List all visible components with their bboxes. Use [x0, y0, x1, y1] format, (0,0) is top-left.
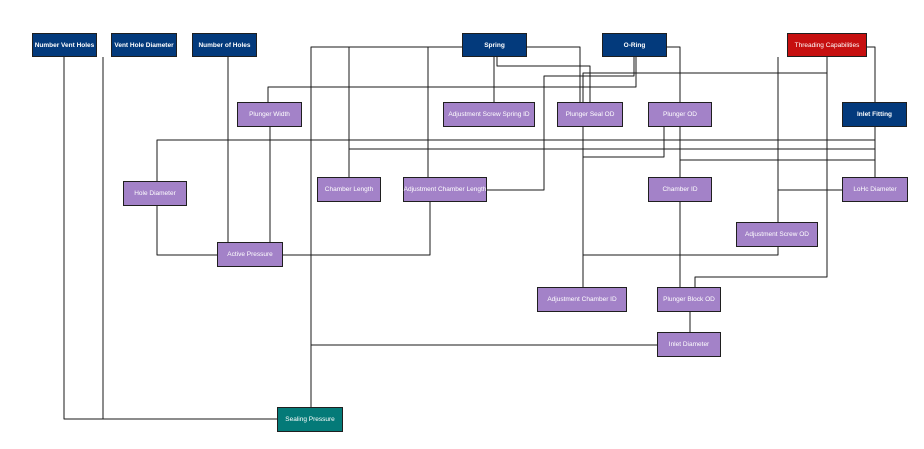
node-number-of-holes: Number of Holes [192, 33, 257, 57]
connector-edge-14 [267, 57, 637, 102]
node-o-ring: O-Ring [602, 33, 667, 57]
node-hole-diameter: Hole Diameter [123, 181, 187, 206]
node-active-pressure: Active Pressure [217, 242, 283, 267]
connector-edge-22 [583, 127, 665, 158]
connector-edge-30 [310, 344, 657, 407]
connector-edge-5 [156, 206, 217, 256]
connector-edge-16 [311, 202, 431, 256]
node-lohc-diameter: LoHc Diameter [842, 177, 908, 202]
connector-edge-20 [156, 127, 876, 181]
node-adjustment-screw-od: Adjustment Screw OD [736, 222, 818, 247]
node-spring: Spring [462, 33, 527, 57]
connector-edge-7 [310, 46, 462, 419]
node-plunger-width: Plunger Width [237, 102, 302, 127]
node-plunger-od: Plunger OD [648, 102, 712, 127]
connector-edge-12 [527, 46, 581, 102]
node-adjustment-screw-spring-id: Adjustment Screw Spring ID [443, 102, 535, 127]
connector-edge-19 [867, 46, 876, 102]
node-chamber-id: Chamber ID [648, 177, 712, 202]
connector-edge-13 [487, 57, 635, 191]
connector-edge-28 [694, 57, 828, 287]
node-plunger-block-od: Plunger Block OD [657, 287, 721, 312]
node-adjustment-chamber-id: Adjustment Chamber ID [537, 287, 627, 312]
node-adjustment-chamber-length: Adjustment Chamber Length [403, 177, 487, 202]
connector-edge-2 [102, 57, 277, 420]
connector-edge-17 [582, 57, 828, 287]
node-threading-capabilities: Threading Capabilities [787, 33, 867, 57]
node-vent-hole-diameter: Vent Hole Diameter [111, 33, 177, 57]
node-inlet-fitting: Inlet Fitting [842, 102, 907, 127]
connector-edge-11 [496, 57, 591, 102]
node-number-vent-holes: Number Vent Holes [32, 33, 97, 57]
connector-edge-15 [667, 46, 681, 102]
connector-edge-27 [777, 189, 842, 222]
node-inlet-diameter: Inlet Diameter [657, 332, 721, 357]
node-plunger-seal-od: Plunger Seal OD [557, 102, 623, 127]
node-sealing-pressure: Sealing Pressure [277, 407, 343, 432]
node-chamber-length: Chamber Length [317, 177, 381, 202]
